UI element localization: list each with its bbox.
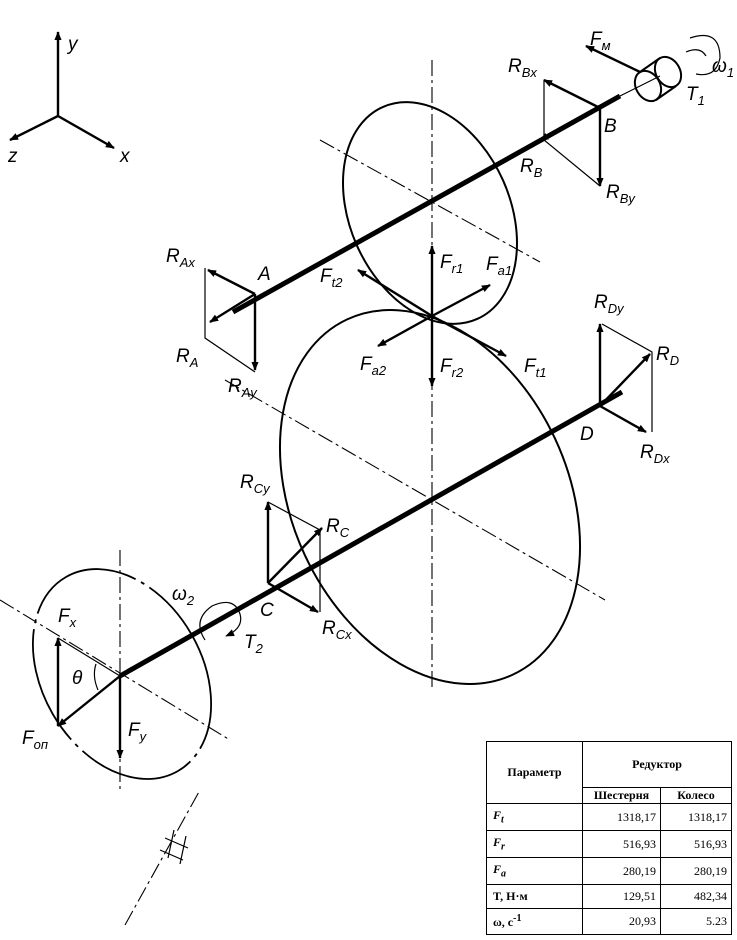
parameter-table: Параметр Редуктор Шестерня Колесо Ft 131… (486, 741, 733, 936)
row-value1-cell: 20,93 (582, 907, 661, 936)
fon-label: Fоп (22, 728, 48, 752)
row-name-cell: ω, с-1 (486, 907, 583, 936)
row-value2-cell: 280,19 (659, 857, 733, 886)
row-value2-cell: 482,34 (659, 884, 733, 909)
ray-label: RAy (228, 376, 258, 400)
row-value2-cell: 5.23 (659, 907, 733, 936)
fm-label: Fм (590, 29, 611, 53)
force-arrows (54, 44, 653, 759)
rby-label: RBy (606, 182, 636, 206)
shafts (118, 75, 661, 679)
row-value1-cell: 516,93 (582, 830, 661, 859)
point-a-label: A (257, 264, 271, 285)
t2-label: T2 (244, 632, 264, 656)
rdx-label: RDx (640, 442, 670, 466)
coordinate-axes: y z x (7, 31, 131, 167)
rcy-label: RCy (240, 472, 271, 496)
wheel-gear-outline (278, 309, 582, 685)
ft1-label: Ft1 (524, 356, 546, 380)
row-name-cell: Fa (486, 857, 583, 886)
fr1-label: Fr1 (440, 252, 463, 276)
ft2-label: Ft2 (320, 266, 343, 290)
fa2-label: Fa2 (360, 354, 387, 378)
rdy-label: RDy (594, 292, 625, 316)
rb-label: RB (520, 156, 543, 180)
fx-label: Fx (58, 606, 77, 630)
row-name-cell: Ft (486, 802, 583, 832)
param-header-cell: Параметр (486, 741, 583, 804)
row-name-cell: Fr (486, 830, 583, 859)
rbx-label: RBx (508, 56, 537, 80)
rc-label: RC (326, 516, 350, 540)
fr2-label: Fr2 (440, 356, 464, 380)
force-labels: Fм RBx RB RBy T1 ω1 RAx RA RAy Ft2 Fr1 F… (22, 29, 734, 752)
point-c-label: C (260, 600, 274, 621)
col2-header-cell: Колесо (659, 787, 733, 804)
ra-label: RA (176, 346, 198, 370)
fy-label: Fy (128, 720, 148, 744)
axis-z-label: z (7, 146, 18, 167)
axis-x-label: x (119, 146, 131, 167)
row-value1-cell: 280,19 (582, 857, 661, 886)
pinion-gear-outline (342, 101, 518, 325)
point-d-label: D (580, 424, 594, 445)
rcx-label: RCx (322, 618, 352, 642)
col1-header-cell: Шестерня (582, 787, 661, 804)
point-b-label: B (604, 116, 617, 137)
theta-label: θ (72, 668, 83, 689)
fa1-label: Fa1 (486, 254, 512, 278)
group-header-cell: Редуктор (581, 741, 733, 788)
row-value1-cell: 129,51 (582, 884, 661, 909)
coupling (633, 34, 721, 103)
w2-label: ω2 (172, 584, 195, 608)
rax-label: RAx (166, 246, 195, 270)
rd-label: RD (656, 344, 679, 368)
row-value2-cell: 516,93 (659, 830, 733, 859)
row-value1-cell: 1318,17 (582, 802, 661, 832)
row-value2-cell: 1318,17 (659, 802, 733, 832)
t1-label: T1 (686, 84, 705, 108)
point-labels: B A D C θ (72, 116, 617, 689)
w1-label: ω1 (712, 56, 734, 80)
row-name-cell: T, Н·м (486, 884, 583, 909)
axis-y-label: y (66, 34, 79, 55)
